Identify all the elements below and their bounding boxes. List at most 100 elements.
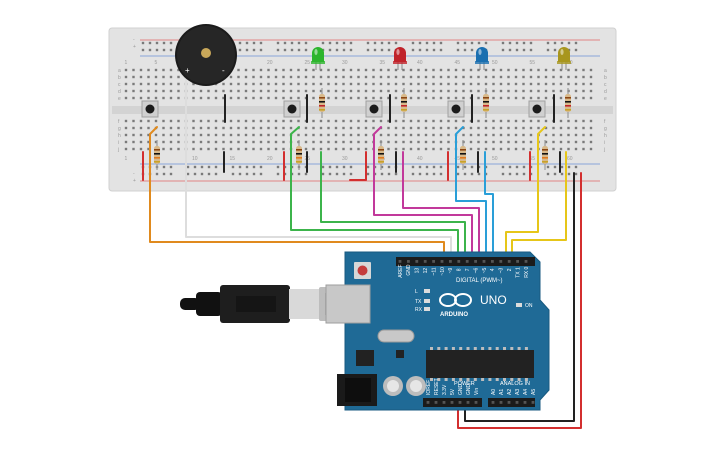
digital-pin[interactable] (457, 260, 461, 263)
digital-pin[interactable] (423, 260, 427, 263)
digital-pin[interactable] (465, 260, 469, 263)
digital-pin[interactable] (516, 260, 519, 263)
hole (259, 96, 263, 100)
wire-blue-1[interactable] (455, 126, 487, 263)
hole (432, 140, 435, 144)
power-pin[interactable] (466, 401, 470, 404)
hole (432, 75, 435, 79)
hole (267, 147, 270, 151)
power-pin[interactable] (434, 401, 438, 404)
rail-hole (394, 41, 398, 45)
rail-hole (342, 41, 346, 45)
hole (319, 75, 323, 79)
rail-hole (425, 165, 429, 169)
hole (552, 126, 555, 130)
led[interactable] (311, 47, 325, 70)
digital-pin[interactable] (449, 260, 452, 263)
hole (424, 68, 428, 72)
hole (259, 147, 263, 151)
resistor (296, 140, 302, 170)
hole (237, 119, 240, 123)
led[interactable] (557, 47, 571, 70)
hole (522, 96, 525, 100)
row-letter: c (118, 82, 121, 88)
power-pin[interactable] (474, 401, 478, 404)
rail-hole (162, 172, 166, 176)
hole (447, 89, 450, 93)
hole (582, 147, 585, 151)
digital-label: DIGITAL (PWM~) (456, 278, 503, 284)
digital-pin[interactable] (507, 260, 511, 263)
analog-pin-label: A0 (491, 389, 497, 395)
hole (274, 119, 278, 123)
power-pin[interactable] (426, 401, 430, 404)
digital-pin[interactable] (432, 260, 435, 263)
push-button[interactable] (283, 100, 301, 118)
wire-green-1[interactable] (290, 126, 459, 263)
wire-yellow-2[interactable] (511, 151, 567, 263)
wire-yellow-1[interactable] (505, 126, 546, 263)
analog-pin[interactable] (515, 401, 519, 404)
hole (469, 68, 473, 72)
digital-pin[interactable] (482, 260, 486, 263)
hole (492, 133, 495, 137)
wire-white[interactable] (185, 65, 452, 263)
hole (282, 126, 285, 130)
push-button[interactable] (365, 100, 383, 118)
analog-pin[interactable] (499, 401, 503, 404)
rail-hole (328, 172, 332, 176)
digital-pin[interactable] (398, 260, 402, 263)
hole (372, 75, 375, 79)
resistor (565, 88, 571, 118)
piezo-buzzer[interactable]: + - (175, 24, 237, 86)
hole (529, 96, 533, 100)
analog-pin[interactable] (531, 401, 535, 404)
hole (199, 96, 203, 100)
hole (162, 89, 165, 93)
hole (139, 126, 143, 130)
digital-pin[interactable] (524, 260, 528, 263)
hole (544, 140, 548, 144)
wire-orange[interactable] (149, 126, 445, 263)
hole (567, 119, 570, 123)
analog-pin[interactable] (491, 401, 495, 404)
led[interactable] (393, 47, 407, 70)
wire-blue-2[interactable] (484, 151, 494, 263)
rail-hole (335, 41, 339, 45)
digital-pin[interactable] (440, 260, 444, 263)
hole (132, 133, 135, 137)
analog-pin[interactable] (523, 401, 527, 404)
push-button[interactable] (141, 100, 159, 118)
power-pin[interactable] (450, 401, 454, 404)
push-button[interactable] (528, 100, 546, 118)
wire-green-2[interactable] (320, 151, 466, 263)
digital-pin[interactable] (491, 260, 494, 263)
rail-hole (276, 48, 280, 52)
digital-pin-label: TX 1 (515, 267, 521, 278)
hole (387, 68, 390, 72)
digital-pin[interactable] (474, 260, 477, 263)
hole (394, 119, 398, 123)
hole (297, 82, 300, 86)
rail-hole (553, 41, 557, 45)
hole (507, 119, 510, 123)
hole (469, 75, 473, 79)
led[interactable] (475, 47, 489, 70)
wire-red-power[interactable] (457, 172, 582, 429)
digital-pin-label: GND (406, 264, 412, 276)
wire-magenta-1[interactable] (373, 126, 473, 263)
hole (169, 75, 173, 79)
chip-pins (430, 347, 528, 381)
resistors (154, 88, 571, 170)
power-pin[interactable] (458, 401, 462, 404)
wire-black-ground[interactable] (464, 172, 575, 422)
push-button[interactable] (447, 100, 465, 118)
wire-magenta-2[interactable] (402, 151, 480, 263)
hole (507, 89, 510, 93)
analog-pin[interactable] (507, 401, 511, 404)
hole (552, 89, 555, 93)
digital-pin[interactable] (499, 260, 503, 263)
digital-pin[interactable] (407, 260, 410, 263)
digital-pin[interactable] (415, 260, 419, 263)
power-pin[interactable] (442, 401, 446, 404)
